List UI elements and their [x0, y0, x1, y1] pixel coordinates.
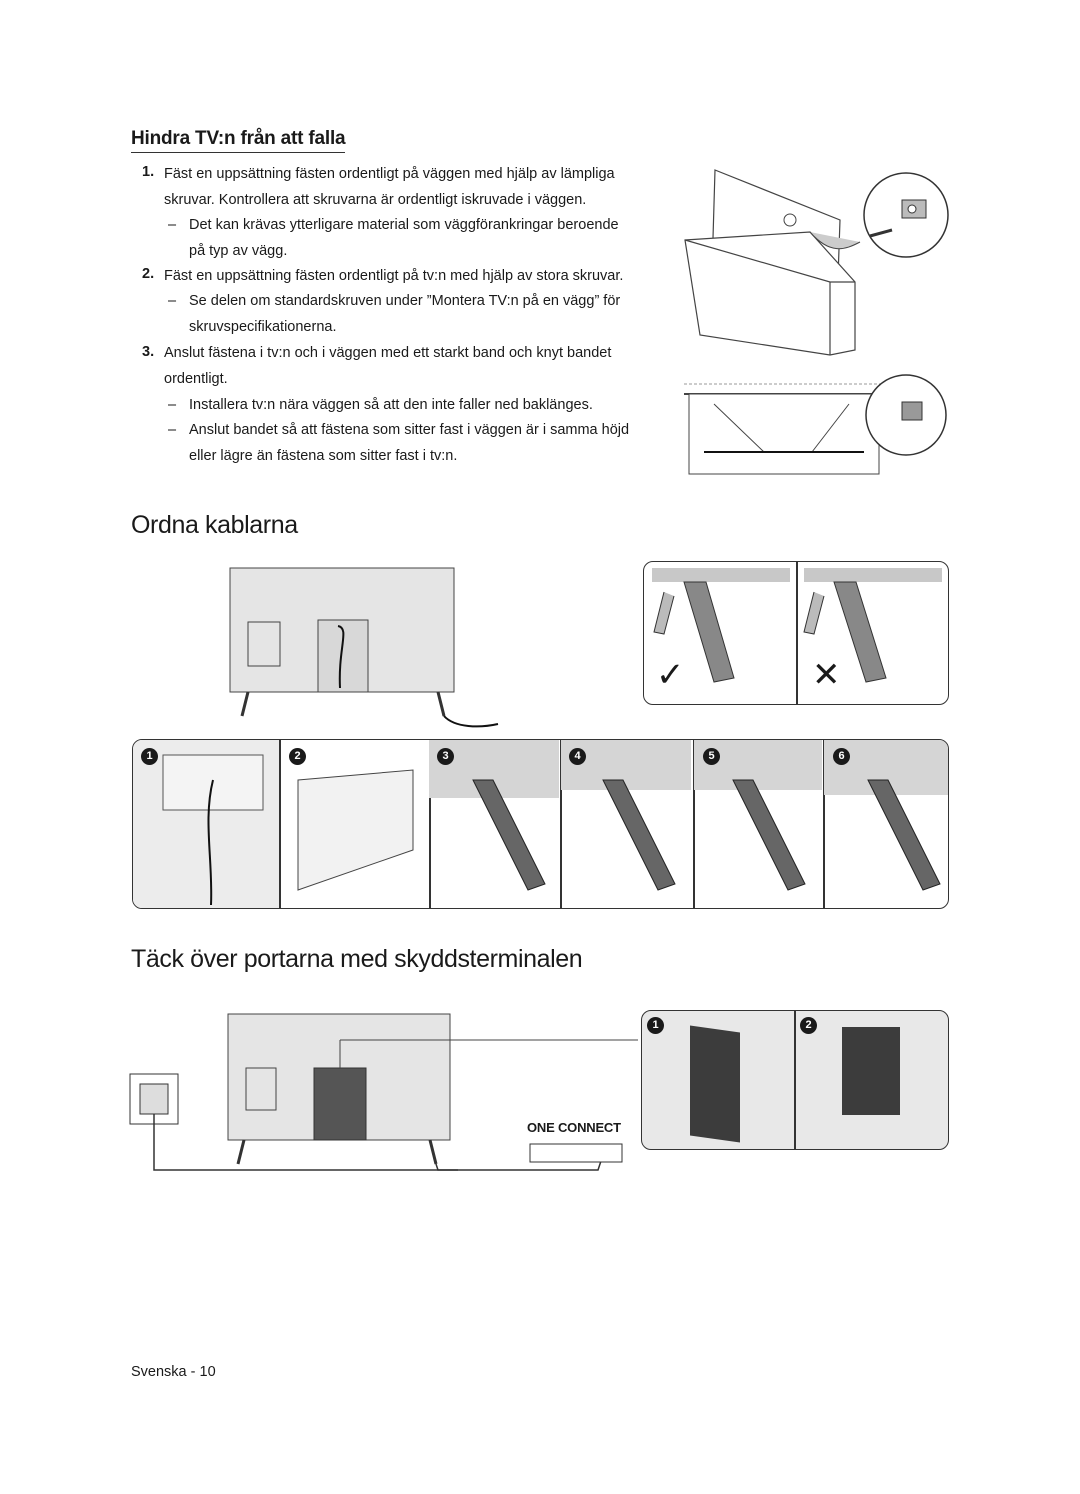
- protective-terminal-steps-panel: 1 2: [641, 1010, 949, 1150]
- step-badge: 1: [141, 748, 158, 765]
- section-heading-prevent-falling: Hindra TV:n från att falla: [131, 128, 346, 153]
- note-dash: –: [168, 422, 177, 438]
- page-number: Svenska - 10: [131, 1364, 216, 1380]
- one-connect-setup-illustration: [129, 1013, 638, 1171]
- one-connect-label: ONE CONNECT: [527, 1120, 621, 1135]
- note-dash: –: [168, 397, 177, 413]
- tv-stand-bracket-illustration: [684, 169, 949, 356]
- step-badge: 3: [437, 748, 454, 765]
- step-badge: 2: [289, 748, 306, 765]
- note-text: Det kan krävas ytterligare material som …: [189, 217, 619, 259]
- step-number: 3.: [142, 344, 155, 360]
- step-number: 1.: [142, 164, 155, 180]
- note-text: Se delen om standardskruven under ”Monte…: [189, 293, 621, 335]
- step-badge: 5: [703, 748, 720, 765]
- step-text: Anslut fästena i tv:n och i väggen med e…: [164, 345, 612, 387]
- cable-steps-strip: 1 2 3 4 5 6: [132, 739, 949, 909]
- step-text: Fäst en uppsättning fästen ordentligt på…: [164, 268, 624, 284]
- note-text: Anslut bandet så att fästena som sitter …: [189, 422, 630, 464]
- check-mark-icon: ✓: [656, 656, 685, 694]
- section-heading-cover-ports: Täck över portarna med skyddsterminalen: [131, 945, 583, 973]
- note-text: Installera tv:n nära väggen så att den i…: [189, 397, 593, 413]
- step-number: 2.: [142, 266, 155, 282]
- cross-mark-icon: ✕: [812, 656, 841, 694]
- tv-back-cables-illustration: [229, 567, 499, 728]
- step-badge: 6: [833, 748, 850, 765]
- step-badge: 4: [569, 748, 586, 765]
- stand-cable-check-panel: ✓ ✕: [643, 561, 949, 705]
- step-text: Fäst en uppsättning fästen ordentligt på…: [164, 166, 615, 208]
- wall-strap-illustration: [684, 374, 947, 475]
- step-badge: 2: [800, 1017, 817, 1034]
- note-dash: –: [168, 217, 177, 233]
- note-dash: –: [168, 293, 177, 309]
- step-badge: 1: [647, 1017, 664, 1034]
- section-heading-arrange-cables: Ordna kablarna: [131, 511, 298, 539]
